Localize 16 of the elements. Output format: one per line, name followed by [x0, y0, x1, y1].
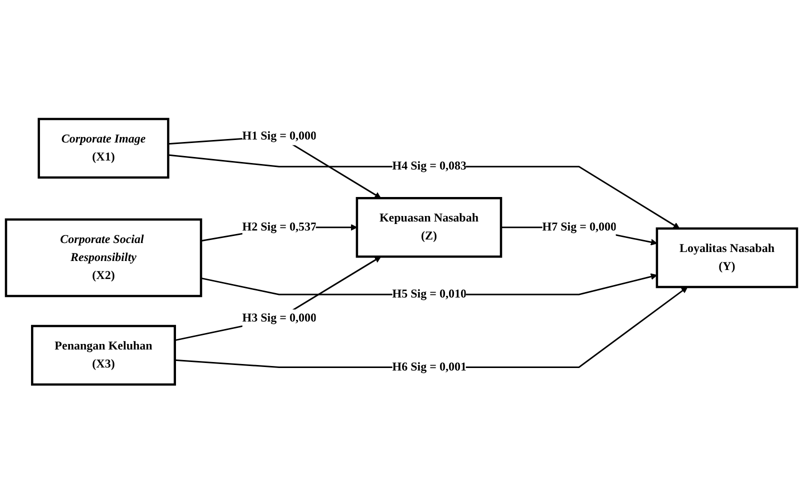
node-box [656, 227, 798, 288]
node-box [38, 118, 170, 178]
edge-label: H5 Sig = 0,010 [392, 287, 466, 300]
edge-label: H2 Sig = 0,537 [242, 220, 316, 234]
node-box [31, 324, 176, 386]
node-box [356, 196, 502, 258]
edge-label: H3 Sig = 0,000 [242, 311, 316, 324]
edge-label: H7 Sig = 0,000 [542, 220, 616, 234]
edge-label: H6 Sig = 0,001 [392, 360, 466, 373]
path-diagram: H1 Sig = 0,000 H2 Sig = 0,537 H3 Sig = 0,000 H4 Sig = 0,083 H5 Sig = 0,010 H6 Sig = 0,001 H7 Sig = 0,000 Corporate Image (X1) Corporate Social Responsibilty (X2) Penangan Keluhan (X3) Kepuasan Nasabah (Z) Loyalitas Nasabah (Y) [0, 112, 803, 390]
arrow [168, 154, 680, 229]
arrow [174, 286, 688, 368]
arrow [174, 256, 382, 341]
edge-label: H1 Sig = 0,000 [242, 129, 316, 142]
node-box [4, 218, 202, 297]
edge-label: H4 Sig = 0,083 [392, 160, 466, 172]
